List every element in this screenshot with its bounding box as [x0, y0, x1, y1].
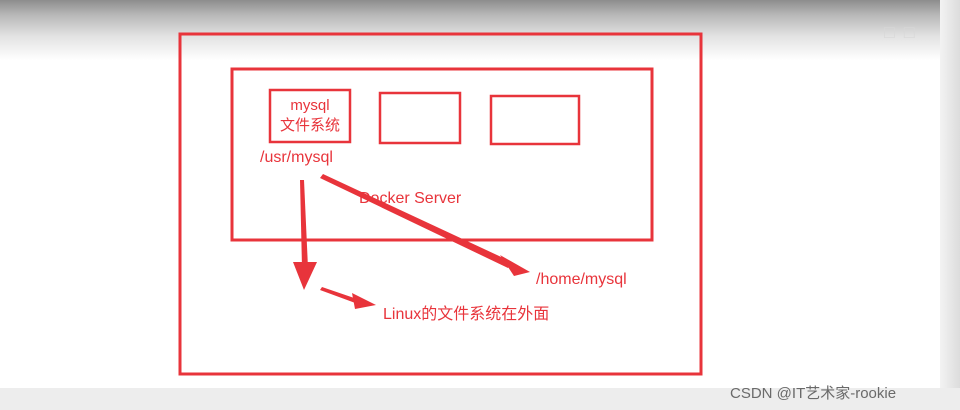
container-label-line2: 文件系统 [279, 117, 340, 134]
arrow-down-head [293, 262, 317, 290]
corner-logo-mark: □ □ [884, 22, 917, 42]
mysql-container-box [268, 88, 352, 144]
container-path-label: /usr/mysql [260, 149, 333, 166]
container-box-2 [378, 91, 462, 145]
arrow-diagonal-shaft [320, 174, 512, 268]
mysql-container-label: mysql 文件系统 [272, 96, 348, 136]
linux-filesystem-note: Linux的文件系统在外面 [383, 306, 550, 323]
arrow-linux-shaft [320, 287, 360, 304]
container-label-line1: mysql [290, 97, 330, 114]
docker-server-box [230, 67, 654, 242]
arrow-down-shaft [300, 180, 308, 268]
host-path-label: /home/mysql [536, 271, 627, 288]
bottom-edge-strip [0, 388, 960, 410]
arrow-linux-head [352, 293, 376, 309]
right-edge-strip [940, 0, 960, 410]
container-box-3 [489, 94, 581, 146]
csdn-watermark: CSDN @IT艺术家-rookie [730, 385, 897, 402]
arrow-diagonal-head [500, 255, 530, 276]
top-shadow [0, 0, 960, 60]
docker-server-label: Docker Server [359, 190, 462, 207]
linux-host-box [178, 32, 703, 376]
